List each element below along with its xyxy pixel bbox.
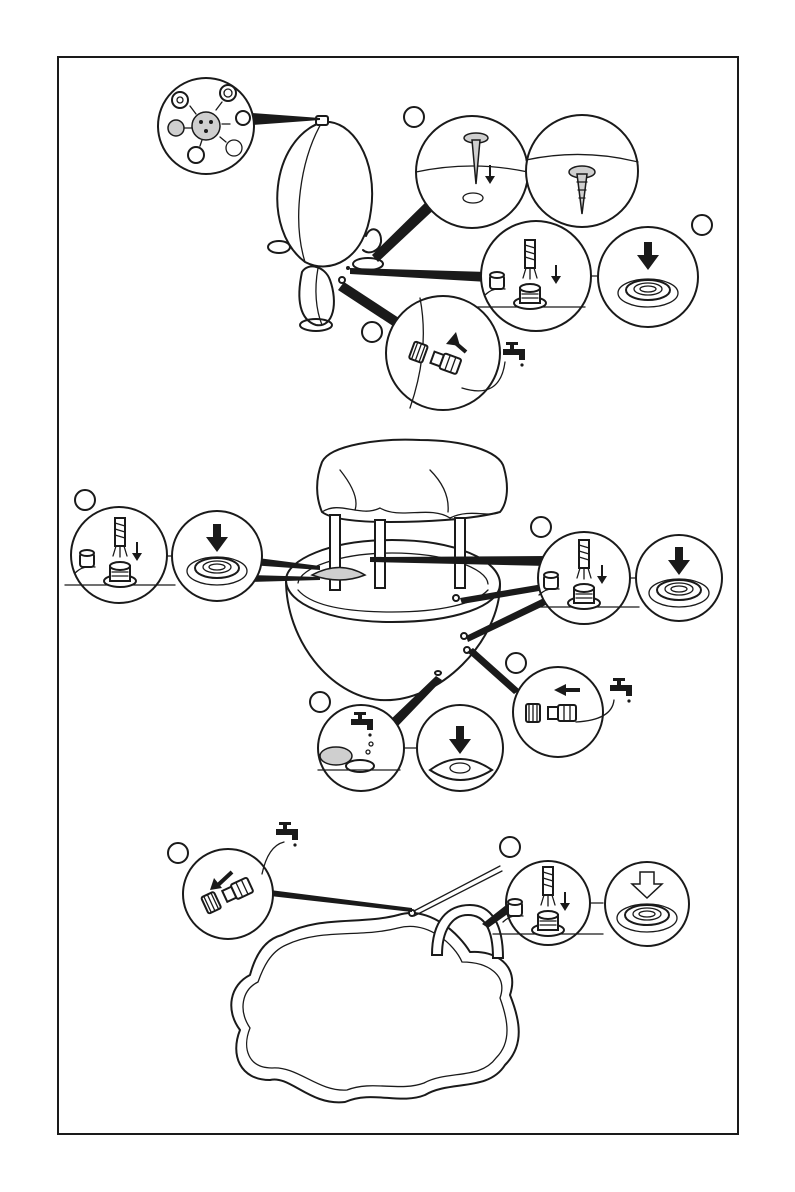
drain-callout-1: [318, 705, 404, 791]
plug-callout-right: [636, 535, 722, 621]
tap-icon: [610, 678, 632, 703]
paddling-pool-illustration: [231, 866, 518, 1102]
hose-connector-callout-bottom: [183, 842, 284, 939]
stake-callout-1: [416, 116, 528, 228]
tap-icon: [276, 822, 298, 847]
sprinkler-dial-callout: [158, 78, 254, 174]
sprinkler-dial-icon: [192, 112, 220, 140]
hose-connector-callout-middle: [513, 667, 614, 757]
step-marker: [500, 837, 520, 857]
step-marker: [531, 517, 551, 537]
plug-callout-bottom: [605, 862, 689, 946]
stake-callout-2: [526, 115, 638, 227]
tap-icon: [503, 342, 525, 367]
step-marker: [506, 653, 526, 673]
step-marker: [168, 843, 188, 863]
valve-callout-left: [65, 507, 175, 603]
page-frame: [58, 57, 738, 1134]
hose-connector-callout-top: [386, 296, 505, 410]
plug-callout-left: [172, 511, 262, 601]
valve-callout-right: [529, 532, 639, 624]
valve-callout-bottom: [493, 861, 603, 945]
valve-callout-top: [475, 221, 591, 331]
step-marker: [310, 692, 330, 712]
plug-callout-top: [598, 227, 698, 327]
step-marker: [404, 107, 424, 127]
step-marker: [75, 490, 95, 510]
sprinkler-head-icon: [316, 116, 328, 125]
step-marker: [692, 215, 712, 235]
step-marker: [362, 322, 382, 342]
drain-callout-2: [417, 705, 503, 791]
hose-connector-icon: [526, 704, 576, 722]
